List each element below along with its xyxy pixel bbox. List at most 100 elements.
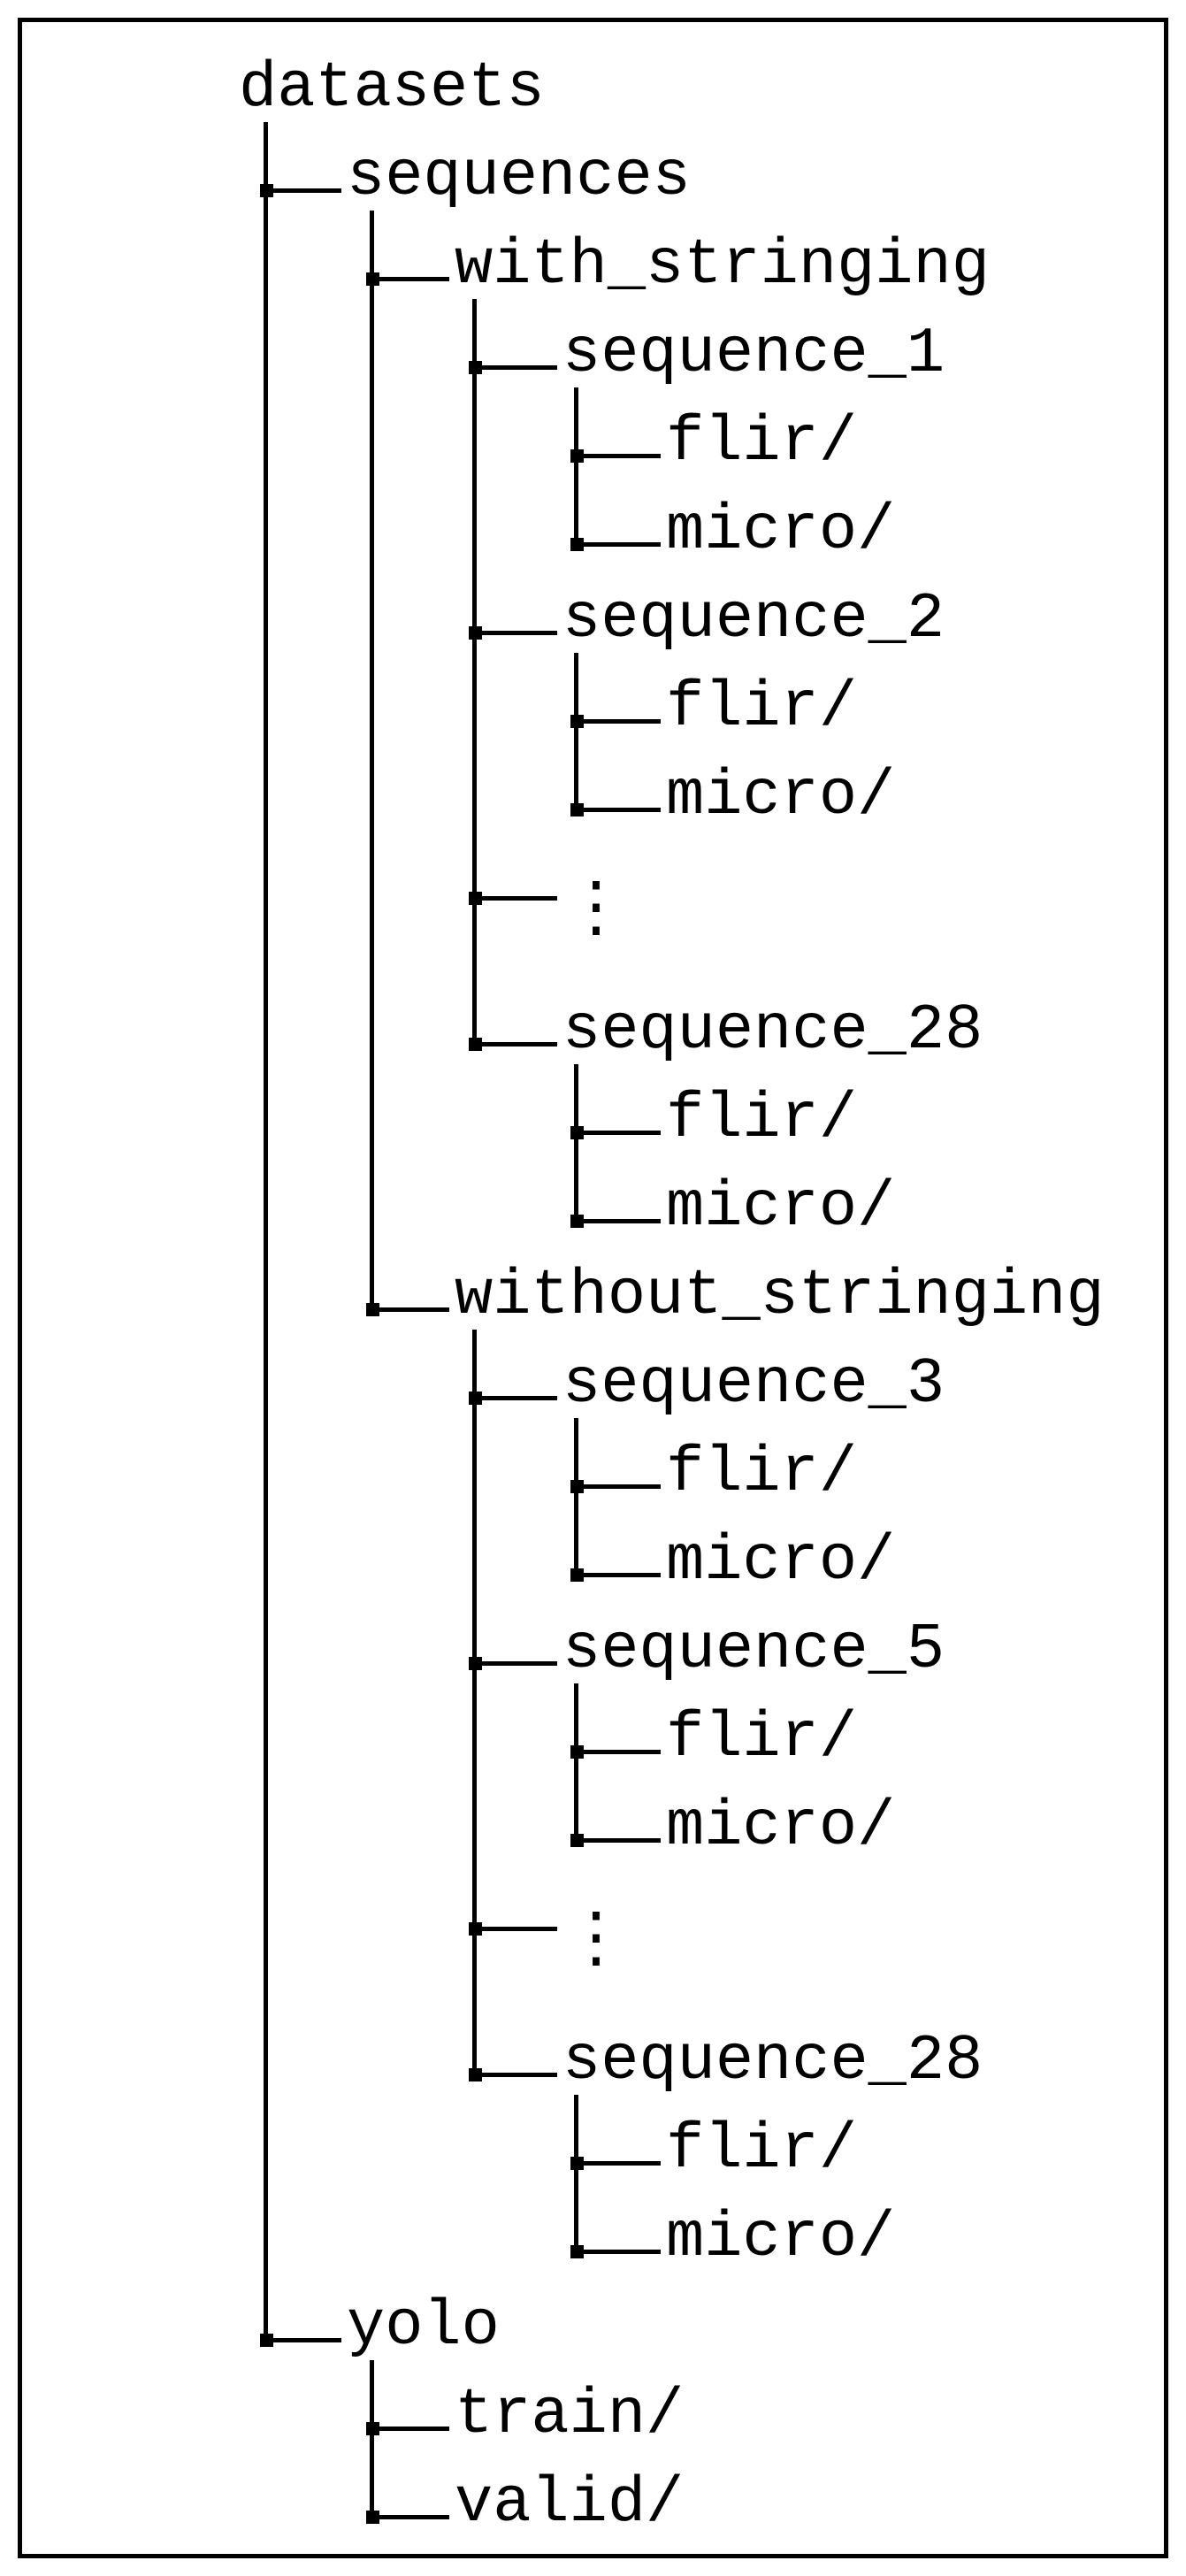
tree-row-label: without_stringing [455,1260,1105,1332]
tree-row-sequence-28: sequence_28 [469,2017,983,2105]
branch-node-icon [260,2334,273,2347]
tree-row-label: sequence_2 [562,583,945,656]
tree-row-label: sequence_1 [562,318,945,390]
tree-row-flir: flir/ [570,663,858,752]
branch-node-icon [570,1126,584,1139]
branch-node-icon [570,1834,584,1847]
tree-row-sequence-28: sequence_28 [469,986,983,1075]
tree-trunk-line [370,2360,374,2519]
tree-row-label: sequence_5 [562,1614,945,1686]
tree-row-micro: micro/ [570,1517,896,1606]
branch-node-icon [366,272,379,286]
tree-row-label: micro/ [666,494,896,567]
tree-branch-connector [469,1038,557,1051]
tree-row-label: sequence_28 [562,2025,983,2097]
tree-branch-connector [469,892,557,905]
tree-row-with-stringing: with_stringing [366,221,990,310]
tree-branch-connector [469,1922,557,1936]
tree-row-label: sequences [347,141,691,213]
branch-node-icon [570,2245,584,2258]
tree-row-label: flir/ [666,671,858,744]
tree-row-label: micro/ [666,2202,896,2274]
tree-branch-connector [570,2245,661,2258]
tree-branch-connector [366,2511,449,2524]
tree-row-flir: flir/ [570,1429,858,1517]
tree-trunk-line [574,653,578,812]
tree-row-label: flir/ [666,1437,858,1509]
tree-row-train: train/ [366,2371,685,2459]
tree-row-label: datasets [239,52,545,125]
tree-row-sequences: sequences [260,133,691,221]
tree-trunk-line [574,1064,578,1223]
ellipsis-icon: ⋮ [562,873,630,949]
tree-row-sequence-2: sequence_2 [469,575,945,663]
tree-branch-connector [469,626,557,640]
tree-row-label: yolo [347,2290,500,2363]
tree-trunk-line [574,1683,578,1843]
tree-trunk-line [264,122,268,2342]
branch-node-icon [570,1568,584,1582]
tree-trunk-line [574,387,578,547]
tree-row-flir: flir/ [570,2105,857,2194]
branch-node-icon [366,2422,379,2435]
branch-node-icon [570,1745,584,1759]
tree-row-micro: micro/ [570,752,895,840]
tree-row-without-stringing: without_stringing [366,1252,1105,1340]
tree-row-flir: flir/ [570,1694,858,1782]
branch-node-icon [570,715,584,728]
branch-node-icon [570,449,584,463]
branch-node-icon [570,803,584,816]
ellipsis-icon: ⋮ [562,1904,630,1980]
branch-node-icon [366,1303,379,1316]
tree-branch-connector [366,272,449,286]
branch-node-icon [366,2511,379,2524]
tree-trunk-line [574,2095,578,2254]
tree-branch-connector [570,1215,661,1228]
branch-node-icon [570,1480,584,1493]
tree-row-label: train/ [455,2379,685,2451]
branch-node-icon [469,892,482,905]
tree-branch-connector [570,538,661,551]
tree-branch-connector [469,2068,557,2082]
tree-row-micro: micro/ [570,1163,896,1252]
tree-branch-connector [260,184,341,197]
tree-row-micro: micro/ [570,1782,896,1871]
tree-branch-connector [570,2157,661,2170]
branch-node-icon [469,626,482,640]
tree-row-flir: flir/ [570,398,857,487]
tree-branch-connector [570,803,661,816]
branch-node-icon [469,1038,482,1051]
tree-branch-connector [260,2334,341,2347]
branch-node-icon [469,361,482,374]
tree-row-flir: flir/ [570,1075,857,1163]
branch-node-icon [570,2157,584,2170]
tree-row-label: sequence_3 [562,1348,945,1421]
tree-branch-connector [469,361,557,374]
tree-row-label: micro/ [666,1525,896,1598]
tree-trunk-line [472,299,477,1046]
branch-node-icon [260,184,273,197]
tree-branch-connector [570,1480,661,1493]
tree-trunk-line [370,211,374,1312]
tree-row-micro: micro/ [570,487,896,575]
tree-branch-connector [570,715,661,728]
tree-row-label: with_stringing [455,229,990,302]
branch-node-icon [469,1922,482,1936]
tree-row-micro: micro/ [570,2194,896,2282]
tree-row-ellipsis: ⋮ [469,1871,630,1980]
branch-node-icon [570,1215,584,1228]
tree-row-label: micro/ [666,1171,896,1244]
tree-branch-connector [469,1657,557,1670]
tree-branch-connector [366,2422,449,2435]
tree-row-label: micro/ [666,1790,896,1863]
tree-row-label: valid/ [455,2467,685,2540]
tree-row-sequence-1: sequence_1 [469,310,945,398]
tree-branch-connector [366,1303,449,1316]
tree-row-label: flir/ [666,1702,858,1775]
branch-node-icon [469,1657,482,1670]
tree-row-sequence-3: sequence_3 [469,1340,945,1429]
tree-row-label: sequence_28 [562,994,983,1067]
tree-branch-connector [570,449,661,463]
tree-branch-connector [570,1568,661,1582]
tree-trunk-line [472,1330,477,2077]
